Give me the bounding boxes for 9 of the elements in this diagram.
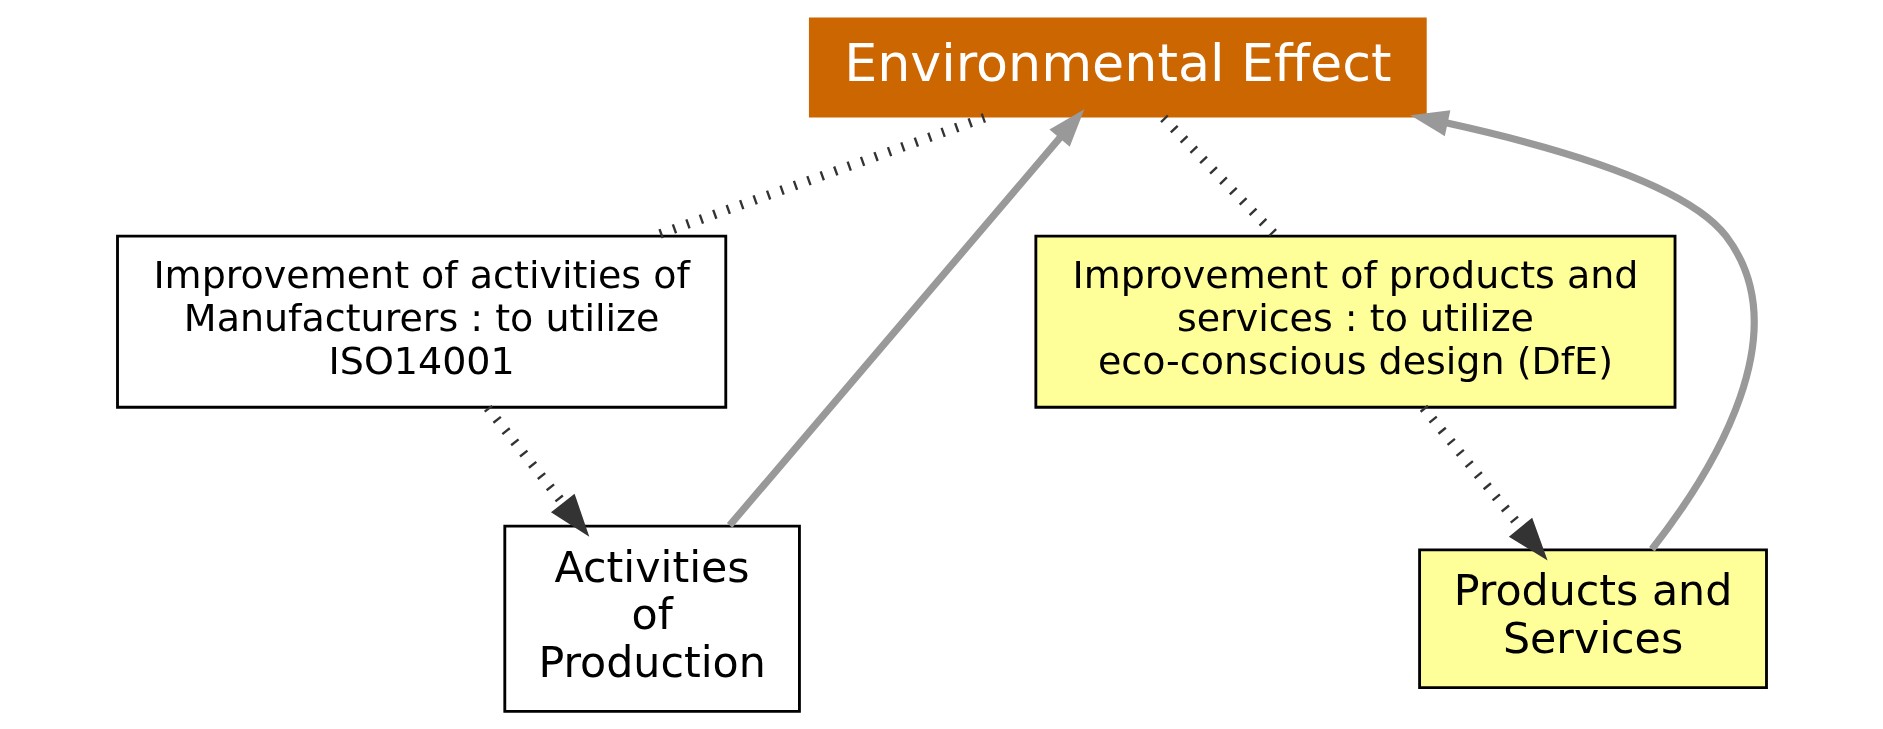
arrow — [483, 404, 589, 537]
node-box: Products and Services — [1417, 548, 1768, 690]
node-box: Environmental Effect — [808, 17, 1427, 118]
arrow — [726, 109, 1084, 528]
arrow — [1419, 404, 1548, 561]
node-box: Improvement of activities of Manufacturers : to utilize ISO14001 — [115, 234, 727, 409]
node-box: Activities of Production — [502, 524, 801, 713]
node-box: Improvement of products and services : to utilize eco-conscious design (DfE) — [1033, 234, 1676, 409]
arrow — [1409, 110, 1757, 552]
